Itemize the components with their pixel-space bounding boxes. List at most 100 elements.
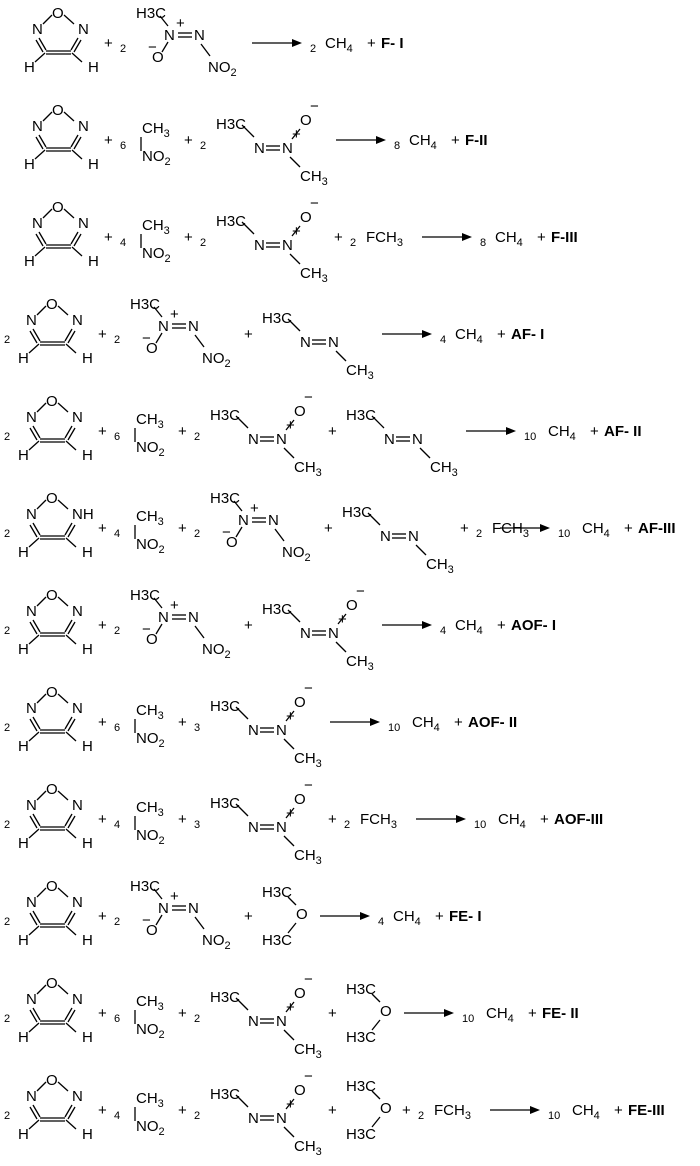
subscript: 2 [4,1110,10,1122]
bond [28,634,40,645]
bond [32,619,41,633]
hydrogen: H [18,1029,29,1046]
subscript: 3 [368,661,374,673]
bond [194,625,205,639]
bond [36,402,47,413]
subscript: 2 [350,237,356,249]
ring-nitrogen: N [72,312,83,329]
nitrogen: N [254,140,265,157]
coefficient: 4 [114,819,120,831]
subscript: 2 [194,431,200,443]
methyl-label: CH3 [294,750,322,770]
nitrogen: N [268,512,279,529]
bond [285,710,295,722]
bond [371,1116,381,1128]
coefficient: 2 [476,528,482,540]
subscript: 8 [394,140,400,152]
subscript: 6 [114,722,120,734]
plus-sign: + [178,811,187,828]
ring-nitrogen: N [26,797,37,814]
subscript: 2 [200,237,206,249]
bond [235,997,249,1011]
oxygen: O [146,340,158,357]
bond [28,1119,40,1130]
hydrogen: H [82,932,93,949]
arrow-head [360,912,370,920]
charge-label: + [292,126,301,143]
hydrogen: H [18,350,29,367]
nitrogen: N [248,1013,259,1030]
double-bond [35,136,44,150]
subscript: 2 [418,1110,424,1122]
double-bond [67,427,76,441]
plus-sign: + [104,132,113,149]
bond [57,499,69,510]
bond [57,596,69,607]
subscript: 10 [558,528,570,540]
subscript: 2 [4,819,10,831]
bond [289,156,301,168]
bond [64,1007,73,1021]
methyl-label: H3C [210,1086,240,1103]
bond [28,828,40,839]
bond [65,731,77,742]
nitrogen: N [254,237,265,254]
subscript: 2 [4,431,10,443]
nitro-label: NO2 [202,641,231,661]
reaction-label: F-III [551,229,578,246]
bond [70,37,79,51]
bond [65,925,77,936]
methyl-label: CH3 [136,1090,164,1110]
subscript: 2 [194,528,200,540]
ring-oxygen: O [46,1072,58,1089]
charge-label: + [286,999,295,1016]
bond [57,887,69,898]
methyl-label: CH3 [300,265,328,285]
subscript: 3 [194,722,200,734]
subscript: 3 [158,807,164,819]
oxygen: O [346,597,358,614]
nitrogen: N [282,140,293,157]
plus-sign: + [328,1005,337,1022]
bond [155,332,163,344]
plus-sign: + [178,1102,187,1119]
hydrogen: H [24,253,35,270]
bond [42,14,53,25]
ring-oxygen: O [46,393,58,410]
coefficient: 4 [120,237,126,249]
coefficient: 6 [114,1013,120,1025]
nitrogen: N [188,609,199,626]
bond [32,910,41,924]
hydrogen: H [18,641,29,658]
bond [241,124,255,138]
arrow-head [422,330,432,338]
charge-label: − [222,524,231,541]
double-bond [35,39,44,53]
nitrogen: N [248,1110,259,1127]
subscript: 10 [462,1013,474,1025]
ring-nitrogen: N [26,700,37,717]
methyl-label: H3C [342,504,372,521]
subscript: 4 [114,528,120,540]
methyl-label: H3C [210,698,240,715]
reaction-label: AF- I [511,326,544,343]
hydrogen: H [18,835,29,852]
product-methane: CH4 [548,423,576,443]
ring-nitrogen: N [72,700,83,717]
nitrogen: N [300,334,311,351]
charge-label: − [304,777,313,794]
subscript: 4 [570,431,576,443]
double-bond [29,912,38,926]
coefficient: 10 [524,431,536,443]
plus-sign: + [540,811,549,828]
plus-sign: + [244,617,253,634]
subscript: 10 [524,431,536,443]
bond [63,111,75,122]
charge-label: + [170,597,179,614]
subscript: 2 [4,334,10,346]
coefficient: 2 [310,43,316,55]
subscript: 2 [165,156,171,168]
ring-nitrogen: N [78,215,89,232]
